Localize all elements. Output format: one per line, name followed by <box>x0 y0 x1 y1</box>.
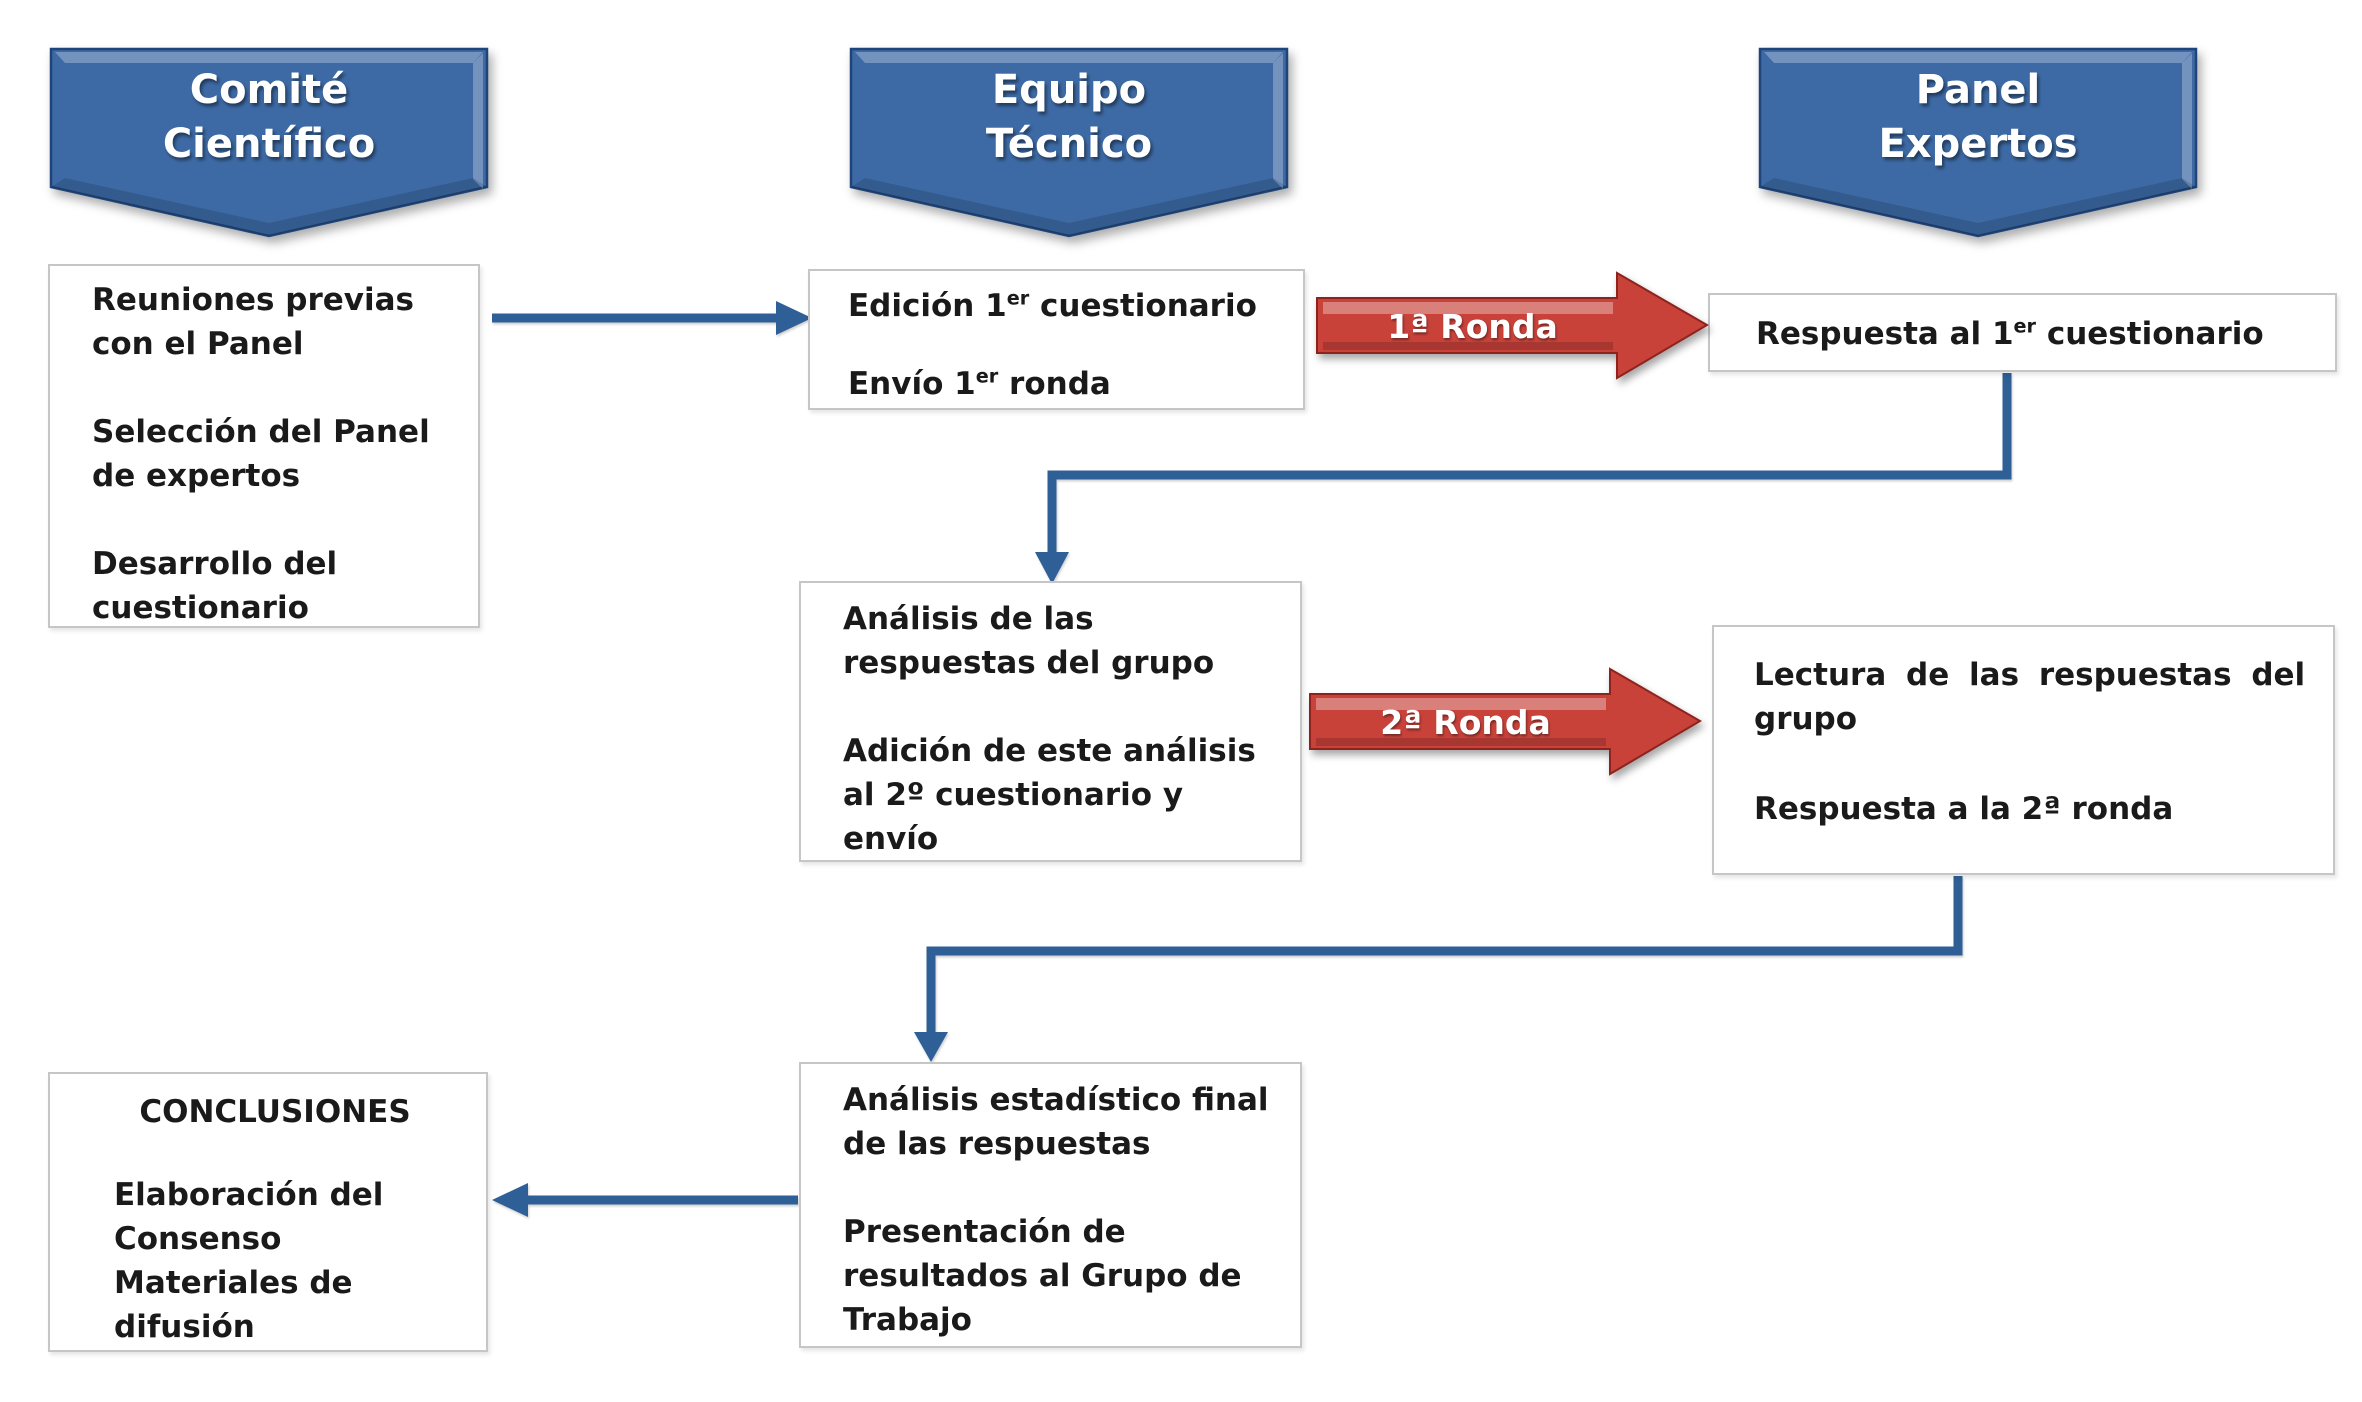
box-analisis-respuestas: Análisis de las respuestas del grupo Adi… <box>799 581 1302 862</box>
box-edicion-envio: Edición 1er cuestionario Envío 1er ronda <box>808 269 1305 410</box>
banner-chevron-shape <box>849 47 1289 238</box>
respuesta2-paragraph: Respuesta a la 2ª ronda <box>1754 791 2174 827</box>
envio-line: Envío 1er ronda <box>848 364 1111 402</box>
red-arrow-icon <box>1309 667 1702 776</box>
round-arrow-label: 1ª Ronda <box>1387 307 1558 346</box>
lectura-paragraph: Lectura de las respuestas del grupo <box>1754 657 2306 737</box>
connector-final-to-conclusiones <box>492 1183 798 1217</box>
banner-equipo-tecnico: Equipo Técnico <box>849 47 1289 239</box>
arrowhead-right-icon <box>776 301 812 335</box>
arrowhead-down-icon <box>1035 552 1069 584</box>
red-arrow-icon <box>1316 271 1709 380</box>
box-lectura-respuesta2: Lectura de las respuestas del grupo Resp… <box>1712 625 2335 875</box>
respuesta1-line: Respuesta al 1er cuestionario <box>1756 314 2264 352</box>
box-comite-tasks: Reuniones previas con el Panel Selección… <box>48 264 480 628</box>
banner-panel-expertos: Panel Expertos <box>1758 47 2198 239</box>
adicion-paragraph: Adición de este análisis al 2º cuestiona… <box>843 733 1256 857</box>
banner-label: Panel Expertos <box>1758 47 2198 239</box>
superscript: er <box>1006 286 1030 310</box>
box-respuesta-1: Respuesta al 1er cuestionario <box>1708 293 2337 372</box>
connector-lectura-to-final <box>914 876 1963 1062</box>
banner-line: Técnico <box>985 121 1153 167</box>
task-desarrollo: Desarrollo del cuestionario <box>92 546 338 626</box>
box-conclusiones: CONCLUSIONES Elaboración del Consenso Ma… <box>48 1072 488 1352</box>
banner-line: Equipo <box>991 67 1147 113</box>
task-reuniones: Reuniones previas con el Panel <box>92 282 415 362</box>
presentacion-paragraph: Presentación de resultados al Grupo de T… <box>843 1214 1242 1338</box>
round-arrow-2: 2ª Ronda <box>1308 648 1708 798</box>
superscript: er <box>2013 314 2037 338</box>
banner-label: Equipo Técnico <box>849 47 1289 239</box>
box-analisis-final: Análisis estadístico final de las respue… <box>799 1062 1302 1348</box>
round-arrow-label: 2ª Ronda <box>1380 703 1551 742</box>
round-arrow-1: 1ª Ronda <box>1315 252 1715 402</box>
banner-line: Panel <box>1915 67 2041 113</box>
superscript: er <box>975 364 999 388</box>
analisis-final-paragraph: Análisis estadístico final de las respue… <box>843 1082 1269 1162</box>
banner-line: Comité <box>189 67 349 113</box>
edicion-line: Edición 1er cuestionario <box>848 286 1257 324</box>
banner-line: Científico <box>162 121 376 167</box>
banner-comite-cientifico: Comité Científico <box>49 47 489 239</box>
banner-chevron-shape <box>1758 47 2198 238</box>
arrowhead-left-icon <box>492 1183 528 1217</box>
connector-comite-to-edicion <box>492 301 812 335</box>
banner-label: Comité Científico <box>49 47 489 239</box>
conclusiones-title: CONCLUSIONES <box>139 1094 411 1130</box>
analisis-paragraph: Análisis de las respuestas del grupo <box>843 601 1215 681</box>
arrowhead-down-icon <box>914 1032 948 1062</box>
banner-chevron-shape <box>49 47 489 238</box>
task-seleccion: Selección del Panel de expertos <box>92 414 430 494</box>
banner-line: Expertos <box>1878 121 2078 167</box>
